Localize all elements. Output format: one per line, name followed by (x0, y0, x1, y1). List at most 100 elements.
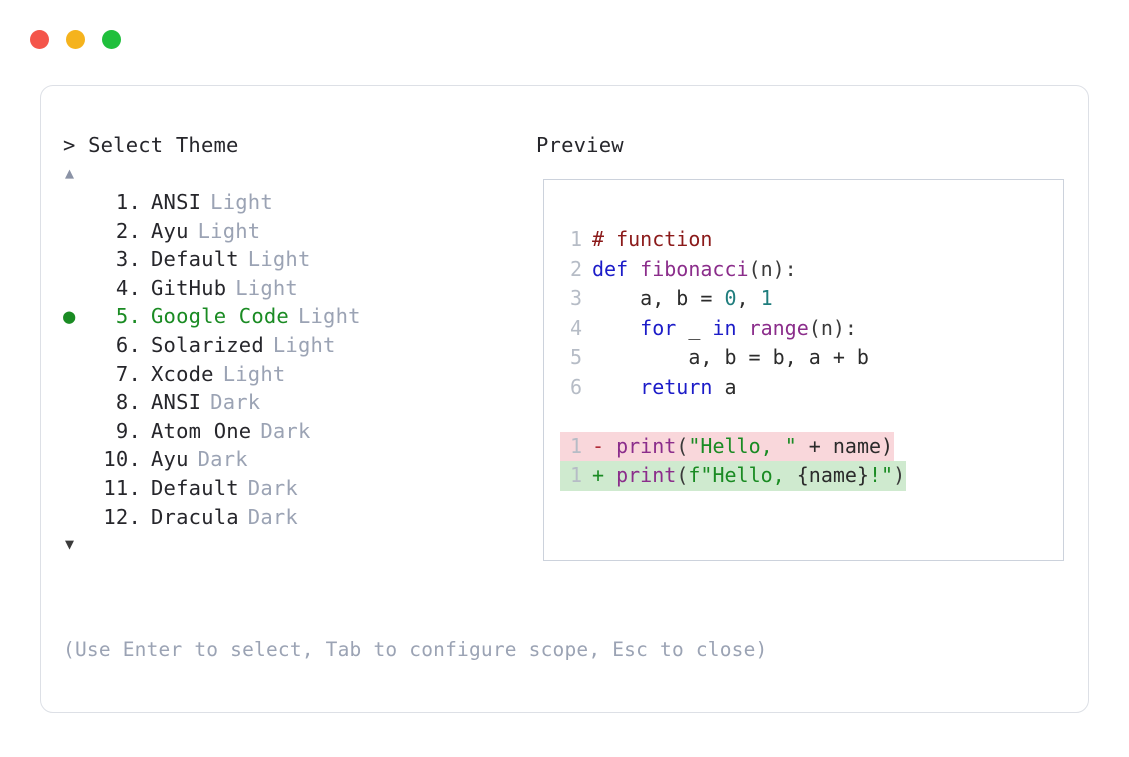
theme-item-variant: Dark (197, 447, 248, 472)
selection-bullet-icon (63, 188, 89, 217)
diff-marker: + (592, 463, 617, 487)
line-number: 1 (569, 227, 582, 251)
code-token: range (748, 315, 809, 340)
selection-bullet-icon (63, 474, 89, 503)
line-number: 6 (569, 374, 582, 399)
selection-bullet-icon (63, 331, 89, 360)
theme-list-item[interactable]: 7. Xcode Light (63, 360, 533, 389)
preview-label: Preview (536, 133, 624, 157)
maximize-button[interactable] (102, 30, 121, 49)
code-token: {name} (796, 463, 869, 487)
selection-bullet-icon (63, 417, 89, 446)
code-token: in (712, 315, 737, 340)
diff-line-wrapper: 1- print("Hello, " + name) (560, 431, 906, 461)
window-traffic-lights (30, 30, 121, 49)
code-token: fibonacci (640, 256, 749, 281)
theme-item-index: 2. (115, 218, 141, 243)
close-button[interactable] (30, 30, 49, 49)
code-line: 1# function (560, 225, 906, 255)
code-token: _ (676, 315, 713, 340)
scroll-down-icon[interactable]: ▼ (65, 535, 75, 554)
theme-item-variant: Light (197, 218, 261, 243)
theme-list-item[interactable]: 2. Ayu Light (63, 217, 533, 246)
theme-item-name: ANSI (151, 390, 202, 415)
code-token: return (640, 374, 713, 399)
code-blank-line (560, 402, 906, 432)
code-token: a, b = b, a + b (592, 345, 869, 369)
diff-removed-line: 1- print("Hello, " + name) (560, 431, 895, 461)
code-token: , (736, 286, 761, 310)
code-line: 5 a, b = b, a + b (560, 343, 906, 373)
theme-item-variant: Light (272, 332, 336, 357)
selection-bullet-icon (63, 274, 89, 303)
code-line: 6 return a (560, 373, 906, 403)
scroll-up-icon[interactable]: ▲ (65, 164, 75, 182)
theme-item-variant: Light (247, 247, 311, 272)
theme-item-index: 5. (115, 304, 141, 329)
theme-item-name: Xcode (151, 361, 214, 386)
selection-bullet-icon: ● (63, 304, 76, 329)
code-token: ( (676, 433, 689, 458)
theme-item-variant: Light (297, 304, 361, 329)
theme-item-name: Default (151, 475, 239, 500)
theme-item-variant: Dark (260, 418, 311, 443)
theme-item-variant: Light (210, 190, 273, 214)
line-number: 1 (569, 433, 582, 458)
theme-list-item[interactable]: 4. GitHub Light (63, 274, 533, 303)
code-token: !" (868, 463, 894, 487)
selection-bullet-icon (63, 360, 89, 389)
selection-bullet-icon (63, 388, 89, 417)
theme-item-index: 7. (115, 361, 141, 386)
minimize-button[interactable] (66, 30, 85, 49)
selection-bullet-icon (63, 503, 89, 532)
theme-item-index: 10. (103, 447, 141, 472)
diff-added-line: 1+ print(f"Hello, {name}!") (560, 461, 907, 491)
theme-item-index: 11. (103, 475, 141, 500)
theme-item-name: Ayu (151, 218, 189, 243)
code-token: a, b = (592, 286, 725, 310)
theme-item-name: Atom One (151, 418, 252, 443)
theme-item-index: 6. (115, 332, 141, 357)
selection-bullet-icon (63, 217, 89, 246)
theme-item-index: 4. (115, 275, 141, 300)
theme-list-item[interactable]: 9. Atom One Dark (63, 417, 533, 446)
theme-item-index: 9. (115, 418, 141, 443)
theme-item-name: Ayu (151, 447, 189, 472)
code-line: 3 a, b = 0, 1 (560, 284, 906, 314)
code-token: (n): (808, 315, 857, 340)
selection-bullet-icon (63, 445, 89, 474)
line-number: 1 (569, 463, 582, 487)
code-token: f"Hello, (688, 463, 797, 487)
theme-item-variant: Light (222, 361, 286, 386)
theme-item-name: Google Code (151, 304, 289, 329)
theme-item-variant: Dark (247, 475, 298, 500)
theme-list-item[interactable]: ● 5. Google Code Light (63, 302, 533, 331)
theme-item-index: 3. (115, 247, 141, 272)
theme-item-variant: Dark (247, 504, 298, 529)
code-token: (n): (748, 256, 797, 281)
keyboard-hint: (Use Enter to select, Tab to configure s… (63, 638, 768, 661)
theme-item-name: GitHub (151, 275, 227, 300)
theme-item-index: 8. (115, 390, 141, 415)
theme-item-variant: Light (235, 275, 298, 300)
line-number: 3 (569, 286, 582, 310)
line-number: 5 (569, 345, 582, 369)
theme-item-index: 1. (115, 190, 141, 214)
page-title: > Select Theme (63, 133, 239, 157)
theme-list-item[interactable]: 11. Default Dark (63, 474, 533, 503)
theme-list-item[interactable]: 10. Ayu Dark (63, 445, 533, 474)
code-token: 0 (724, 286, 737, 310)
code-token (592, 375, 640, 399)
selection-bullet-icon (63, 245, 89, 274)
code-token: def (592, 256, 641, 281)
